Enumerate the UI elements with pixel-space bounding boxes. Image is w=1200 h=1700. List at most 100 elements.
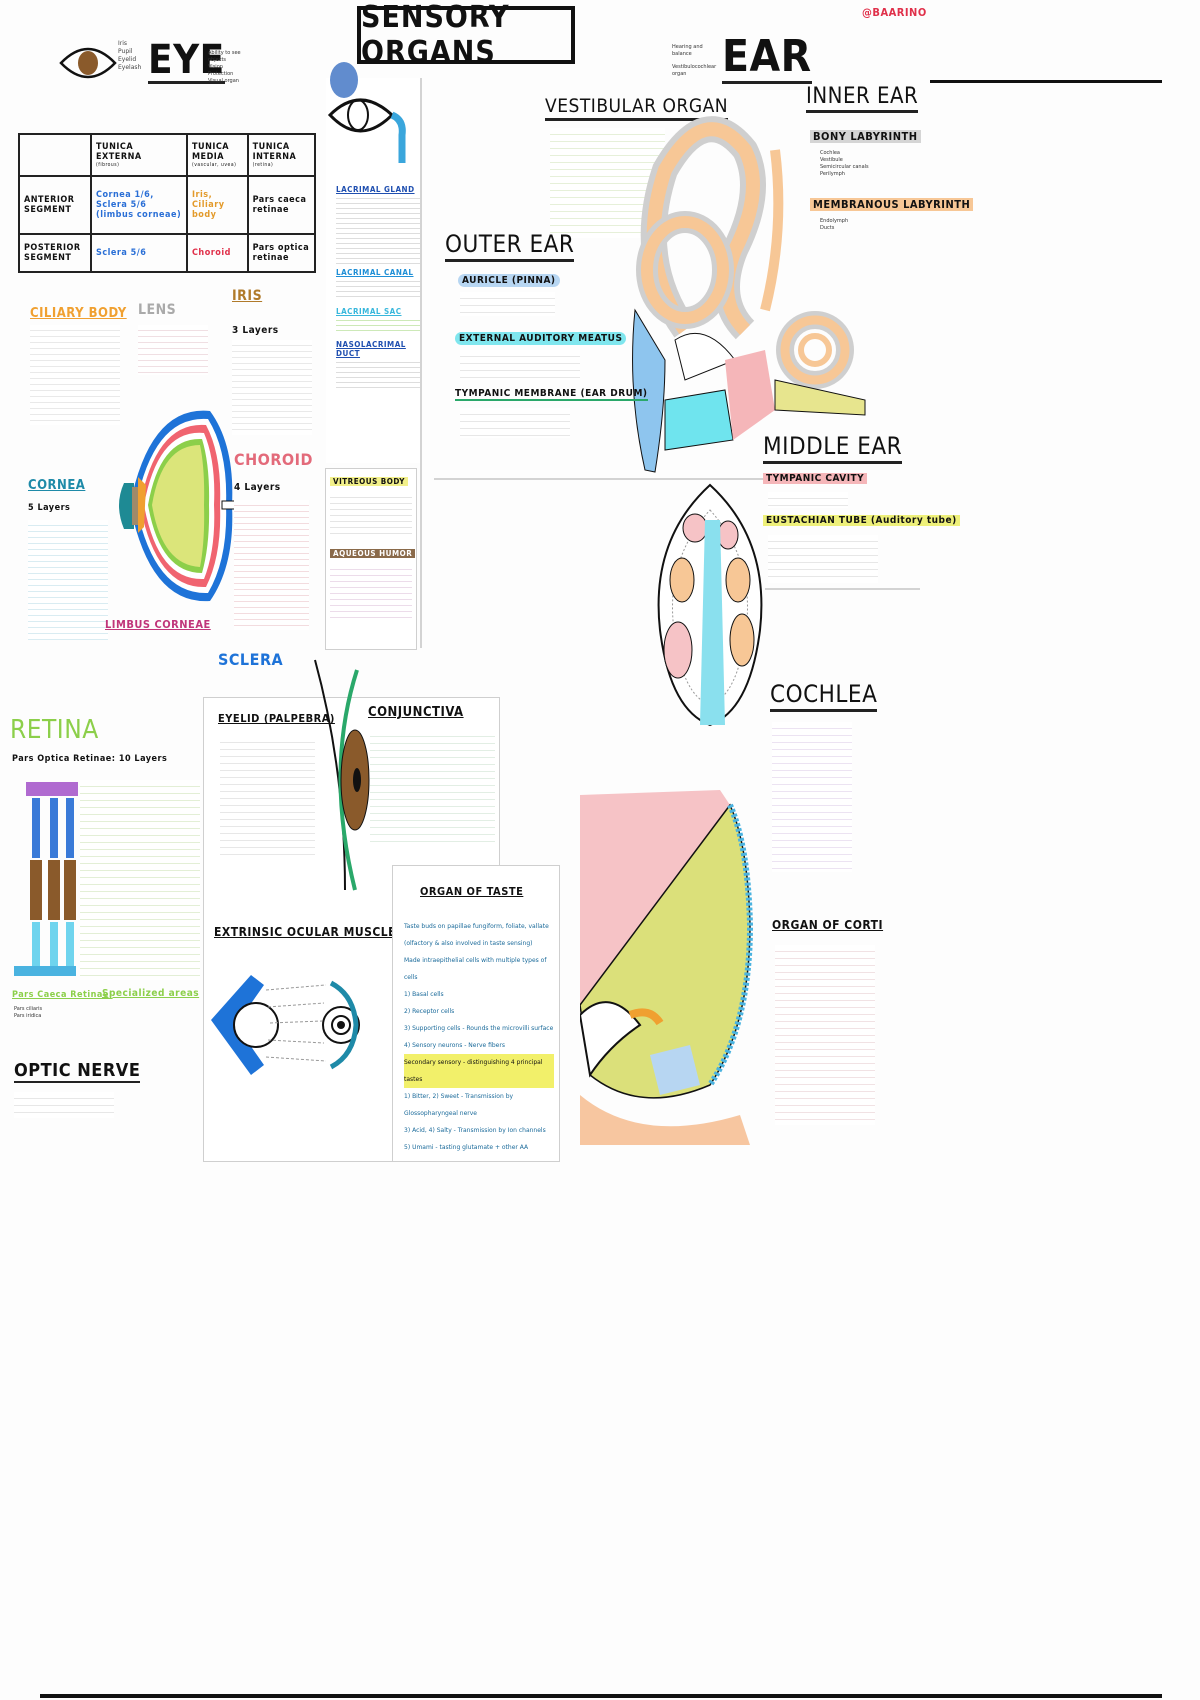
eyeball-diagram (119, 410, 235, 602)
cell-externa: Sclera 5/6 (90, 233, 188, 273)
taste-line: Secondary sensory - distinguishing 4 pri… (404, 1054, 554, 1088)
bottom-border (40, 1694, 1162, 1698)
ciliary-body-heading: CILIARY BODY (30, 306, 127, 321)
extrinsic-muscles-heading: EXTRINSIC OCULAR MUSCLES (214, 925, 405, 939)
specialized-areas-heading: Specialized areas (102, 988, 200, 999)
taste-panel (392, 865, 560, 1162)
outer-ear-heading: OUTER EAR (445, 230, 575, 262)
ext-auditory-meatus-heading: EXTERNAL AUDITORY MEATUS (455, 332, 627, 345)
table-row: ANTERIOR SEGMENT Cornea 1/6, Sclera 5/6 … (18, 175, 317, 235)
author-credit: @BAARINO (862, 6, 927, 19)
row-label: POSTERIOR SEGMENT (18, 233, 92, 273)
bony-labyrinth-heading: BONY LABYRINTH (810, 130, 921, 143)
retina-heading: RETINA (10, 715, 99, 745)
taste-line: 2) Receptor cells (404, 1008, 455, 1015)
ear-anatomy-diagram (632, 116, 866, 473)
ear-title: EAR (722, 31, 812, 84)
sclera-heading: SCLERA (218, 650, 284, 669)
cell-media: Choroid (185, 233, 249, 273)
section-divider (765, 588, 920, 590)
lens-notes (138, 325, 208, 375)
cornea-notes (28, 520, 108, 640)
taste-line: (olfactory & also involved in taste sens… (404, 940, 533, 947)
row-label: ANTERIOR SEGMENT (18, 175, 92, 235)
retina-layers-diagram (14, 782, 78, 976)
taste-line: 3) Supporting cells - Rounds the microvi… (404, 1025, 554, 1032)
conjunctiva-notes (370, 730, 495, 845)
tympanic-membrane-heading: TYMPANIC MEMBRANE (EAR DRUM) (455, 388, 648, 401)
cochlea-notes (772, 722, 852, 872)
retina-layer-notes (80, 780, 200, 980)
aqueous-heading: AQUEOUS HUMOR (330, 549, 416, 558)
cochlea-cross-section (657, 483, 763, 727)
vitreous-panel: VITREOUS BODY AQUEOUS HUMOR (325, 468, 417, 650)
cornea-layers: 5 Layers (28, 503, 71, 513)
organ-of-corti-heading: ORGAN OF CORTI (772, 918, 884, 932)
tunica-table: TUNICA EXTERNA(fibrous) TUNICA MEDIA(vas… (18, 133, 317, 273)
lacrimal-gland-heading: LACRIMAL GLAND (336, 185, 415, 194)
cell-media: Iris, Ciliary body (185, 175, 249, 235)
cell-interna: Pars optica retinae (246, 233, 317, 273)
cell-externa: Cornea 1/6, Sclera 5/6 (limbus corneae) (90, 175, 188, 235)
nasolacrimal-heading: NASOLACRIMAL DUCT (336, 340, 406, 358)
inner-ear-heading: INNER EAR (806, 84, 919, 113)
taste-line: Made intraepithelial cells with multiple… (404, 957, 547, 981)
iris-notes (232, 340, 312, 435)
taste-line: Taste buds on papillae fungiform, foliat… (404, 923, 549, 930)
vestibular-organ-heading: VESTIBULAR ORGAN (545, 95, 729, 121)
cochlear-duct-diagram (580, 790, 754, 1145)
cell-interna: Pars caeca retinae (246, 175, 317, 235)
taste-line: 3) Acid, 4) Salty - Transmission by Ion … (404, 1127, 546, 1134)
eustachian-notes (768, 535, 878, 583)
taste-line: 1) Basal cells (404, 991, 444, 998)
iris-heading: IRIS (232, 288, 263, 304)
organ-of-corti-notes (775, 945, 875, 1125)
cornea-heading: CORNEA (28, 478, 86, 493)
taste-line: 1) Bitter, 2) Sweet - Transmission by Gl… (404, 1093, 514, 1117)
lacrimal-canal-heading: LACRIMAL CANAL (336, 268, 414, 277)
section-divider (434, 478, 764, 480)
taste-heading: ORGAN OF TASTE (420, 885, 524, 898)
optic-nerve-heading: OPTIC NERVE (14, 1060, 141, 1083)
limbus-heading: LIMBUS CORNEAE (105, 618, 211, 631)
divider-line (930, 80, 1162, 83)
lacrimal-sac-heading: LACRIMAL SAC (336, 307, 402, 316)
auricle-notes (460, 292, 555, 316)
table-corner (18, 133, 92, 177)
iris-layers: 3 Layers (232, 325, 279, 336)
vitreous-heading: VITREOUS BODY (330, 477, 408, 486)
lens-heading: LENS (138, 302, 177, 318)
taste-line: 4) Sensory neurons - Nerve fibers (404, 1042, 505, 1049)
col-header-externa: TUNICA EXTERNA(fibrous) (90, 133, 188, 177)
tympanic-membrane-notes (460, 408, 570, 438)
membranous-labyrinth-heading: MEMBRANOUS LABYRINTH (810, 198, 974, 211)
lacrimal-eye-illustration (327, 62, 406, 163)
table-row: POSTERIOR SEGMENT Sclera 5/6 Choroid Par… (18, 233, 317, 273)
tympanic-cavity-notes (768, 492, 848, 508)
taste-notes: Taste buds on papillae fungiform, foliat… (404, 918, 554, 1156)
ciliary-body-notes (30, 325, 120, 425)
choroid-heading: CHOROID (234, 450, 313, 469)
col-header-media: TUNICA MEDIA(vascular, uvea) (185, 133, 249, 177)
eustachian-heading: EUSTACHIAN TUBE (Auditory tube) (763, 515, 960, 526)
col-header-interna: TUNICA INTERNA(retina) (246, 133, 317, 177)
cochlea-heading: COCHLEA (770, 680, 878, 712)
conjunctiva-heading: CONJUNCTIVA (368, 705, 464, 720)
eyelid-heading: EYELID (PALPEBRA) (218, 712, 335, 725)
auricle-heading: AURICLE (PINNA) (458, 274, 560, 287)
section-divider (420, 78, 422, 648)
choroid-notes (234, 500, 309, 630)
eye-title: EYE (148, 37, 225, 84)
eyelid-cross-section (314, 659, 370, 891)
tympanic-cavity-heading: TYMPANIC CAVITY (763, 473, 868, 484)
middle-ear-heading: MIDDLE EAR (763, 432, 903, 464)
meatus-notes (460, 350, 580, 380)
eye-icon (59, 47, 117, 79)
pars-caeca-heading: Pars Caeca Retinae: (12, 990, 113, 1000)
